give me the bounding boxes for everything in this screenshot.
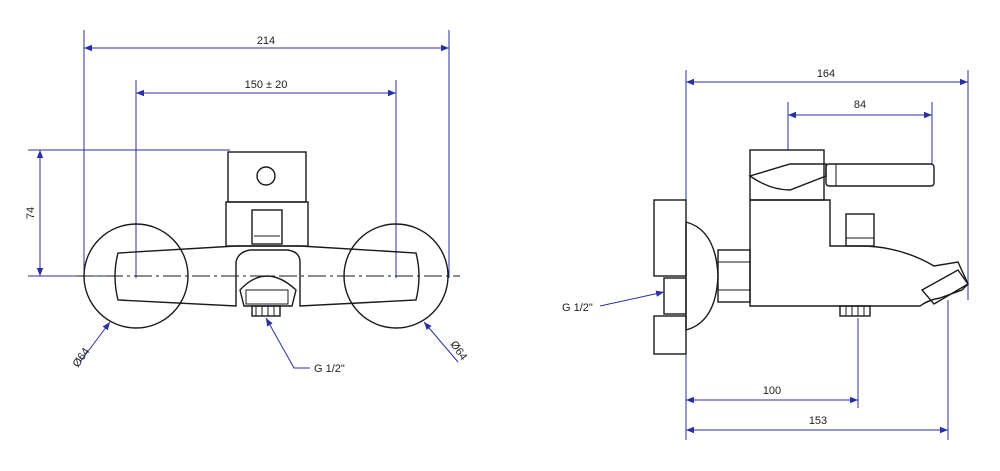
wall-section-upper	[653, 199, 687, 277]
side-view: 164 84	[562, 68, 970, 440]
spacing-label: 150 ± 20	[245, 79, 288, 91]
side-handle-joint	[748, 163, 827, 191]
left-diameter-callout: Ø64	[71, 321, 111, 370]
side-diverter-knob	[845, 213, 875, 247]
side-flange	[685, 221, 719, 331]
front-view: 214 150 ± 20 74	[25, 30, 469, 375]
inlet-pipe	[663, 277, 687, 315]
outlet-thread-callout: G 1/2"	[265, 317, 345, 375]
handle-screw	[256, 166, 276, 186]
width-label: 214	[257, 35, 275, 47]
dimension-214: 214	[83, 30, 450, 278]
spout-tip	[920, 269, 970, 305]
depth-label: 164	[817, 68, 835, 80]
height-label: 74	[25, 207, 37, 219]
outlet-aerator	[239, 275, 297, 317]
coupling-nut	[717, 249, 751, 303]
side-cartridge-top	[749, 149, 825, 201]
side-body	[749, 199, 969, 307]
dimension-153: 153	[686, 300, 949, 440]
inlet-thread-label: G 1/2"	[562, 302, 593, 314]
cartridge-neck	[225, 201, 309, 247]
dimension-164: 164	[685, 68, 969, 300]
handle-label: 84	[854, 99, 866, 111]
dimension-height: 74	[25, 149, 230, 277]
dimension-84: 84	[787, 99, 933, 165]
right-diameter-callout: Ø64	[423, 321, 470, 363]
dimension-spacing: 150 ± 20	[135, 79, 397, 278]
right-flange-dia-label: Ø64	[448, 339, 470, 363]
wall-section-lower	[653, 315, 687, 355]
dimension-100: 100	[685, 318, 859, 440]
side-outlet-thread	[839, 305, 871, 317]
outlet-depth-label: 100	[763, 385, 781, 397]
lever-handle	[825, 163, 935, 187]
cartridge-housing	[227, 151, 307, 203]
diverter-knob	[251, 209, 283, 245]
spout-depth-label: 153	[809, 415, 827, 427]
outlet-thread-label: G 1/2"	[314, 363, 345, 375]
inlet-thread-callout: G 1/2"	[562, 290, 665, 314]
